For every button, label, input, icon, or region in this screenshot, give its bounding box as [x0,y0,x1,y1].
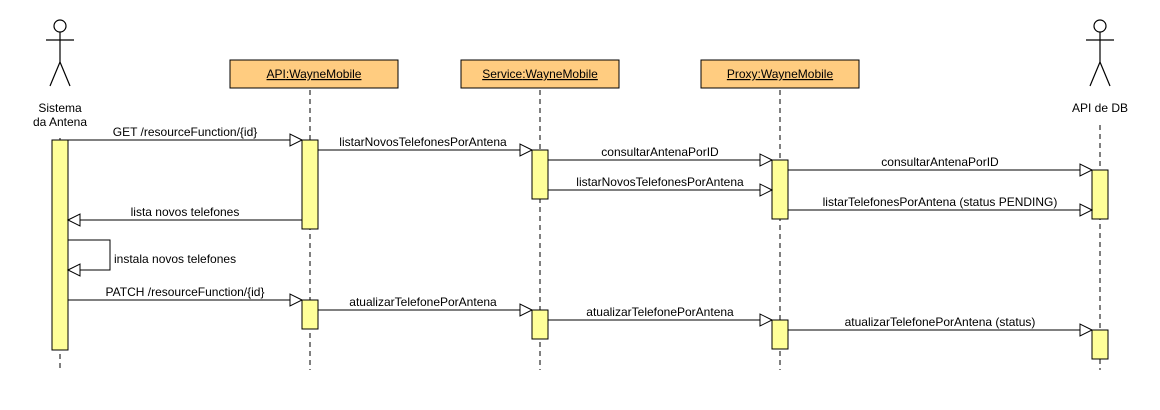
object-class: :WayneMobile [522,67,598,81]
arrowhead-icon [759,153,774,167]
message-1: GET /resourceFunction/{id} [68,125,304,147]
message-label: consultarAntenaPorID [881,155,999,169]
object-label: Service:WayneMobile [482,67,598,81]
object-api: API:WayneMobile [229,59,399,89]
message-10: atualizarTelefonePorAntena [318,295,534,317]
message-12: atualizarTelefonePorAntena (status) [788,315,1094,337]
object-box [229,59,399,89]
arrowhead-icon [519,143,534,157]
message-label: lista novos telefones [131,205,240,219]
activation-sistema [51,139,69,351]
object-box [700,59,860,89]
actor-left-leg [1089,61,1101,87]
message-label: listarNovosTelefonesPorAntena [576,175,744,189]
actor-db: API de DB [1072,19,1128,115]
object-class: :WayneMobile [286,67,362,81]
message-label: listarTelefonesPorAntena (status PENDING… [823,195,1058,209]
message-label: atualizarTelefonePorAntena [349,295,497,309]
arrowhead-icon [1079,203,1094,217]
activation-service [531,309,549,340]
actor-right-leg [59,61,71,87]
arrowhead-icon [289,133,304,147]
message-4: consultarAntenaPorID [788,155,1094,177]
message-label: PATCH /resourceFunction/{id} [106,285,265,299]
actor-label: Sistema [38,101,82,115]
activation-service [531,149,549,200]
message-label: consultarAntenaPorID [601,145,719,159]
object-label: Proxy:WayneMobile [727,67,834,81]
message-label: GET /resourceFunction/{id} [113,125,258,139]
activation-db [1091,329,1109,360]
arrowhead-icon [519,303,534,317]
object-proxy: Proxy:WayneMobile [700,59,860,89]
object-service: Service:WayneMobile [460,59,620,89]
arrowhead-icon [66,213,81,227]
object-name-underlined: Proxy [727,67,758,81]
object-label: API:WayneMobile [267,67,362,81]
activation-proxy [771,159,789,220]
arrowhead-icon [759,313,774,327]
activation-db [1091,169,1109,220]
activation-api [301,299,319,330]
actor-head-icon [1093,19,1107,33]
message-5: listarNovosTelefonesPorAntena [548,175,774,197]
message-7: lista novos telefones [66,205,302,227]
object-box [460,59,620,89]
message-2: listarNovosTelefonesPorAntena [318,135,534,157]
message-label: atualizarTelefonePorAntena [586,305,734,319]
arrowhead-icon [289,293,304,307]
activation-proxy [771,319,789,350]
activation-api [301,139,319,230]
actor-label: API de DB [1072,101,1128,115]
message-label: listarNovosTelefonesPorAntena [339,135,507,149]
arrowhead-icon [1079,163,1094,177]
actor-label: da Antena [33,115,87,129]
message-11: atualizarTelefonePorAntena [548,305,774,327]
actor-head-icon [53,19,67,33]
message-label: atualizarTelefonePorAntena (status) [845,315,1036,329]
object-name-underlined: API [267,67,286,81]
arrowhead-icon [759,183,774,197]
message-line [68,239,111,271]
message-9: PATCH /resourceFunction/{id} [68,285,304,307]
message-3: consultarAntenaPorID [548,145,774,167]
message-label: instala novos telefones [114,252,236,266]
arrowhead-icon [66,263,81,277]
message-8: instala novos telefones [66,239,236,277]
object-name-underlined: Service [482,67,522,81]
actor-left-leg [49,61,61,87]
object-class: :WayneMobile [758,67,834,81]
arrowhead-icon [1079,323,1094,337]
message-6: listarTelefonesPorAntena (status PENDING… [788,195,1094,217]
actor-right-leg [1099,61,1111,87]
